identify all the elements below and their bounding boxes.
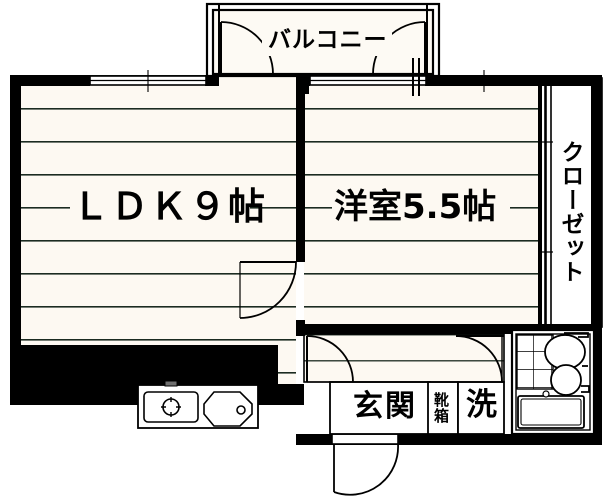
kitchen-counter [137, 380, 259, 429]
windows [89, 4, 539, 96]
sink-icon [203, 391, 253, 427]
door-swings [220, 21, 504, 496]
kutsubako-box [427, 381, 459, 435]
wall-jamb-a [205, 75, 219, 86]
kitchen-block-2 [10, 345, 138, 405]
faucet-icon [164, 380, 178, 387]
wall-hall-top [296, 324, 592, 334]
room-window-icon [309, 70, 539, 92]
wall-top-left [10, 75, 88, 86]
stove-icon [143, 391, 199, 423]
balcony-door-left-icon [220, 21, 274, 75]
balcony-drop [302, 76, 309, 94]
wall-top-ldk-right [88, 75, 90, 86]
wall-top-right [432, 75, 602, 86]
wall-bottom-right [296, 434, 602, 445]
wall-right [591, 75, 602, 434]
wall-left [10, 75, 21, 405]
bath-door-icon [455, 335, 504, 383]
floor-hallway [304, 334, 504, 382]
label-backdrops [70, 24, 585, 262]
washbasin-icon [550, 364, 590, 396]
bathtub-icon [517, 390, 585, 429]
counter-black-right [256, 384, 304, 405]
genkan-box [329, 381, 431, 435]
hall-edge [303, 333, 505, 383]
ldk-room-door-icon [239, 261, 297, 319]
unit-bath-group [510, 328, 596, 436]
sen-box [457, 381, 505, 435]
wall-middle-upper [296, 75, 305, 262]
hall-boxes [303, 333, 505, 435]
entrance-door-icon [331, 433, 399, 496]
wall-closet-left [538, 80, 542, 328]
ldk-window-icon [89, 70, 207, 92]
